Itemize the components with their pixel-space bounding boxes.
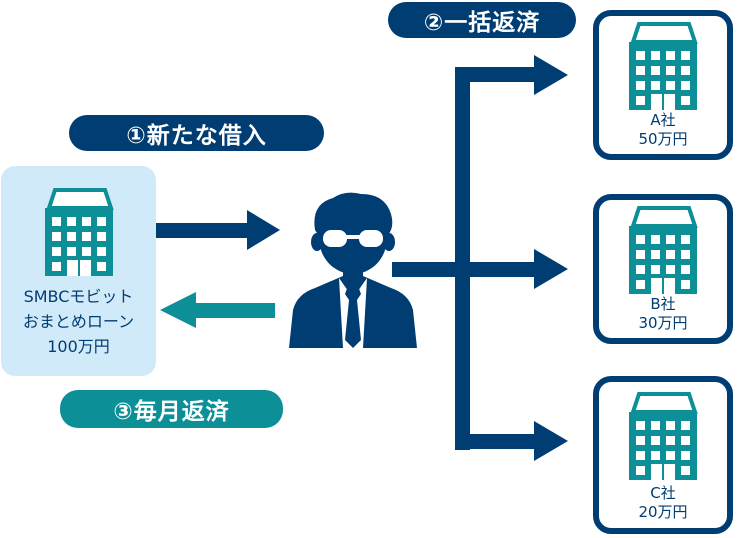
company-amount: 50万円: [638, 130, 688, 148]
company-amount: 20万円: [638, 503, 688, 521]
building-icon: [629, 392, 698, 480]
step-lump-repayment-label: ②一括返済: [388, 2, 576, 38]
company-name: B社: [650, 295, 676, 313]
glasses: [323, 230, 383, 247]
company-card-c: C社 20万円: [593, 376, 733, 534]
lender-name-line1: SMBCモビット: [23, 287, 134, 306]
lender-name-line2: おまとめローン: [22, 312, 135, 331]
company-label: B社 30万円: [599, 295, 727, 333]
step-monthly-repayment-label: ③毎月返済: [60, 390, 283, 428]
branch-trunk: [455, 67, 470, 450]
step-new-borrowing-label: ①新たな借入: [69, 115, 324, 151]
building-icon: [45, 188, 114, 276]
company-card-b: B社 30万円: [593, 194, 733, 344]
branch-arrow-a: [455, 55, 568, 95]
branch-arrow-b: [392, 249, 568, 289]
company-name: A社: [650, 111, 676, 129]
branch-arrow-c: [455, 421, 568, 461]
lender-label: SMBCモビット おまとめローン 100万円: [1, 284, 156, 359]
company-label: A社 50万円: [599, 111, 727, 149]
company-amount: 30万円: [638, 314, 688, 332]
borrow-arrow: [156, 210, 280, 250]
monthly-repay-arrow: [160, 292, 275, 328]
lender-card: SMBCモビット おまとめローン 100万円: [1, 166, 156, 376]
company-label: C社 20万円: [599, 484, 727, 522]
lender-amount: 100万円: [47, 337, 110, 356]
building-icon: [629, 206, 698, 294]
person-icon: [289, 192, 417, 348]
company-name: C社: [650, 484, 676, 502]
building-icon: [629, 22, 698, 110]
company-card-a: A社 50万円: [593, 10, 733, 160]
